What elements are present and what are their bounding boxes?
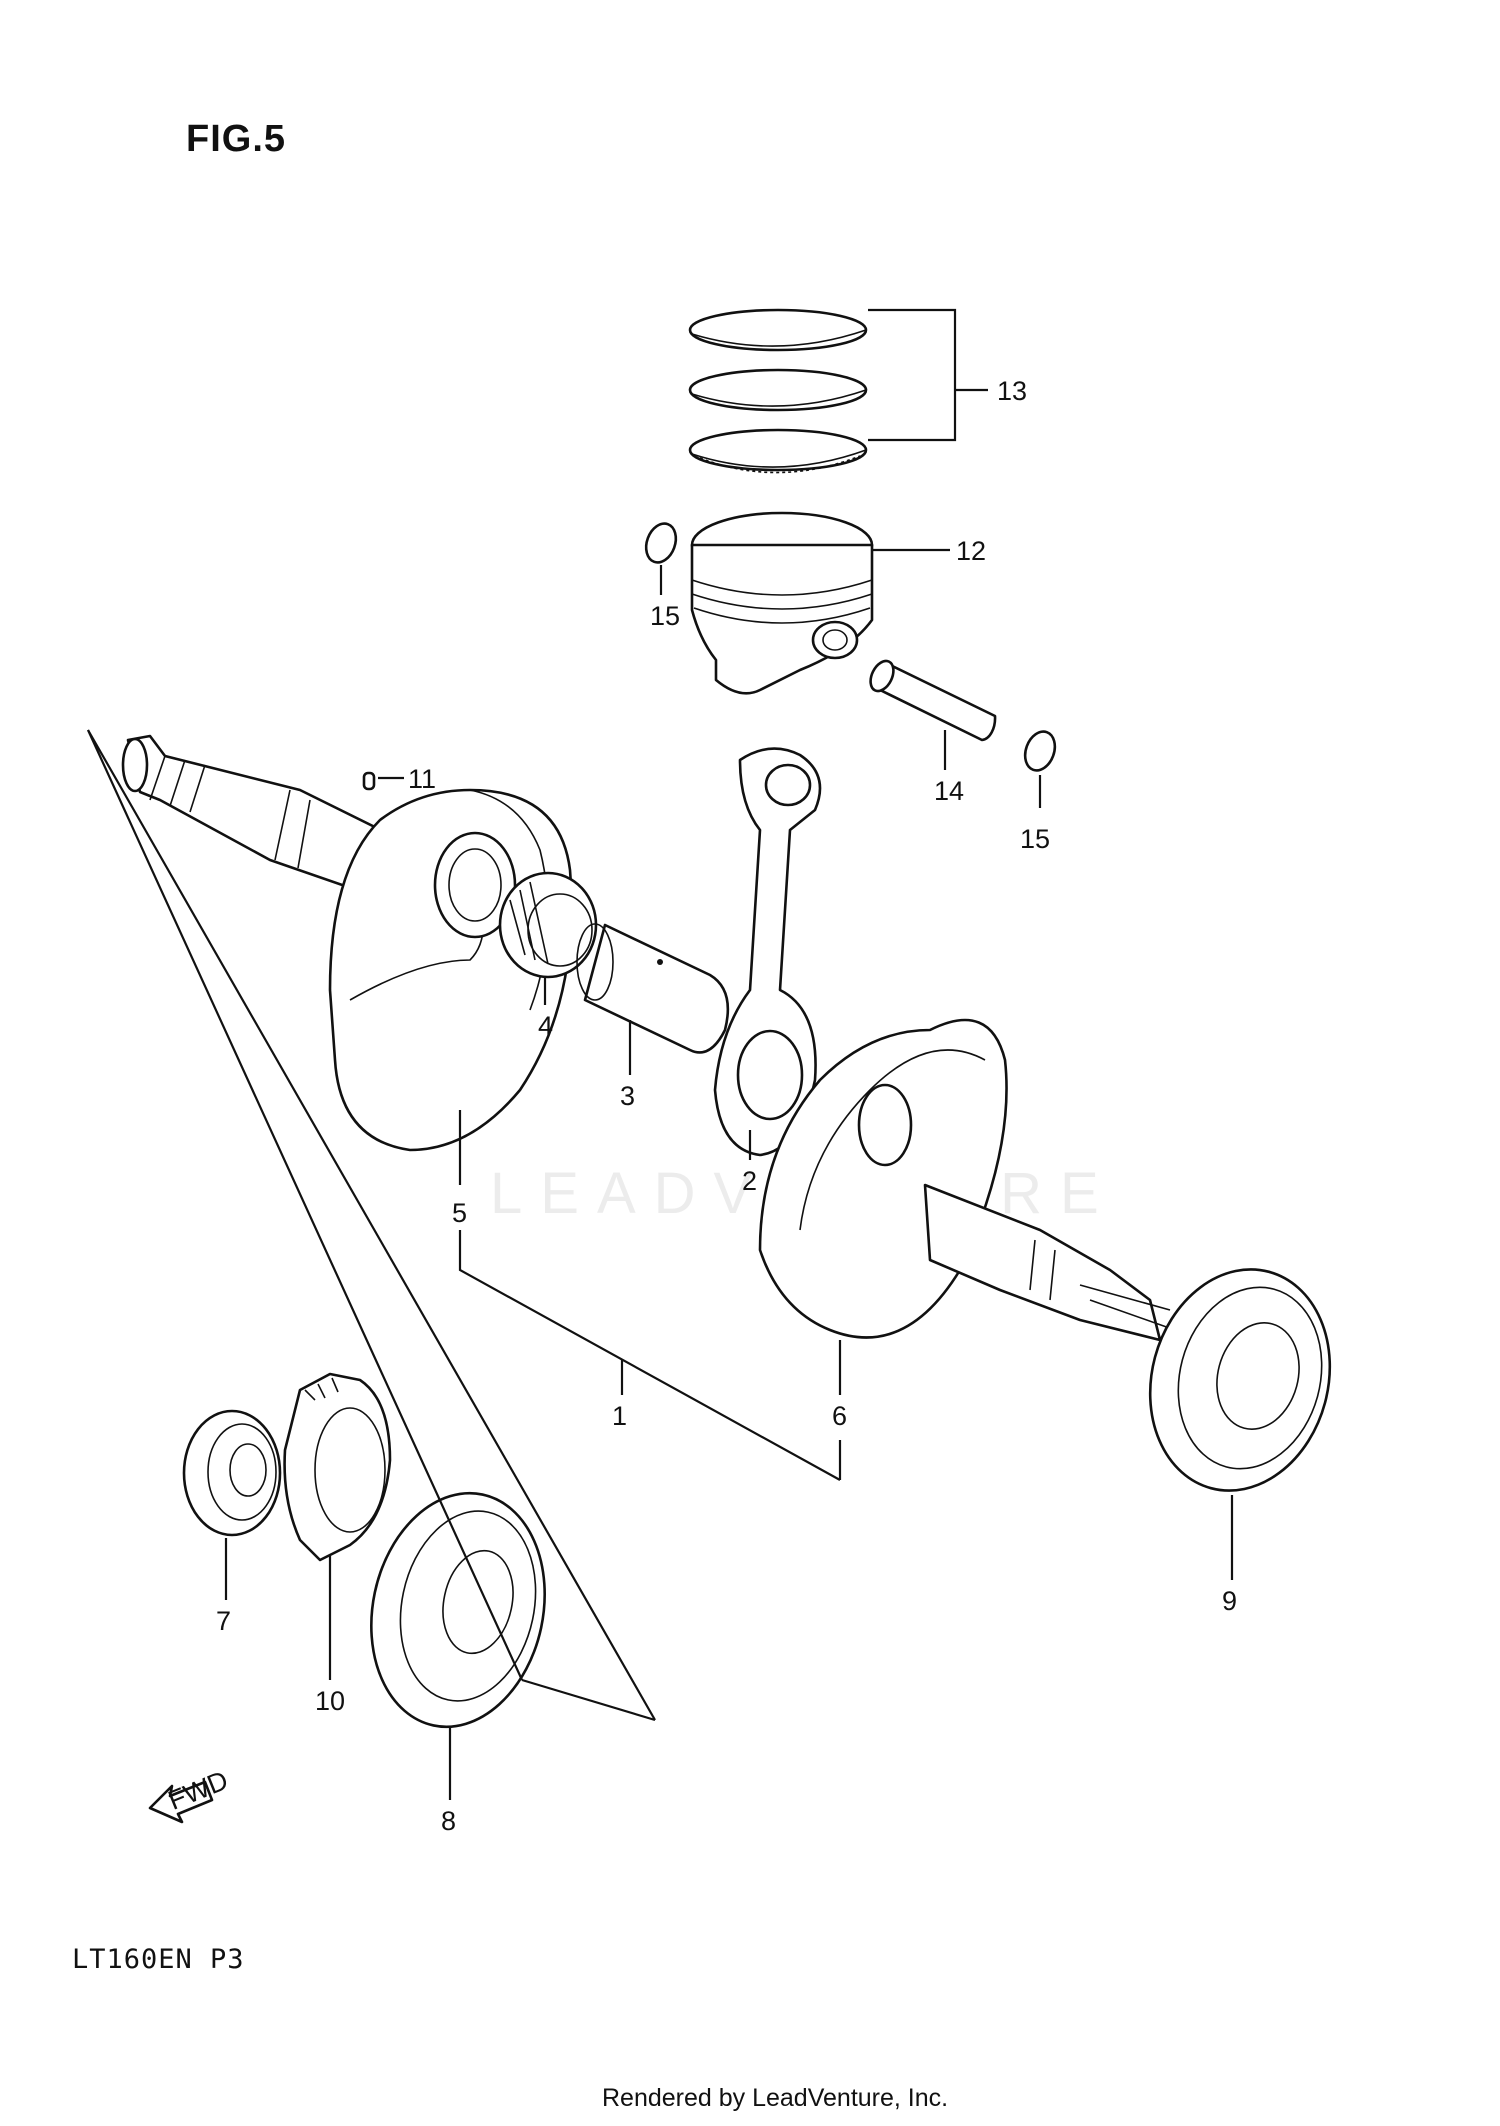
- crankshaft-right-half[interactable]: [758, 1018, 1176, 1342]
- render-credit: Rendered by LeadVenture, Inc.: [602, 2084, 949, 2112]
- callout-12: 12: [956, 536, 986, 566]
- callout-15b: 15: [1020, 824, 1050, 854]
- fwd-label: FWD: [164, 1765, 232, 1816]
- figure-title: FIG.5: [186, 118, 287, 160]
- piston-rings[interactable]: [688, 308, 868, 474]
- callout-13: 13: [997, 376, 1027, 406]
- circlip-left[interactable]: [641, 519, 681, 566]
- model-code: LT160EN P3: [72, 1944, 245, 1975]
- callout-4: 4: [538, 1011, 553, 1041]
- callout-11: 11: [408, 764, 436, 794]
- ball-bearing-left[interactable]: [350, 1477, 565, 1743]
- timing-gear[interactable]: [283, 1372, 392, 1562]
- callout-7: 7: [216, 1606, 231, 1636]
- callout-1: 1: [612, 1401, 627, 1431]
- callout-2: 2: [742, 1166, 757, 1196]
- callout-9: 9: [1222, 1586, 1237, 1616]
- ball-bearing-right[interactable]: [1126, 1249, 1354, 1511]
- ball-bearing-small[interactable]: [182, 1409, 282, 1537]
- callout-15a: 15: [650, 601, 680, 631]
- callout-6: 6: [832, 1401, 847, 1431]
- circlip-right[interactable]: [1020, 727, 1060, 774]
- callout-14: 14: [934, 776, 964, 806]
- needle-bearing[interactable]: [498, 871, 598, 979]
- forward-arrow-icon: FWD: [148, 1765, 232, 1824]
- callout-5: 5: [452, 1198, 467, 1228]
- piston-pin[interactable]: [866, 657, 997, 742]
- crank-pin[interactable]: [576, 923, 730, 1054]
- connecting-rod[interactable]: [713, 747, 822, 1157]
- crankshaft-left-half[interactable]: [121, 734, 573, 1152]
- woodruff-key[interactable]: [362, 771, 376, 791]
- callout-10: 10: [315, 1686, 345, 1716]
- callout-3: 3: [620, 1081, 635, 1111]
- piston[interactable]: [690, 511, 874, 695]
- callout-8: 8: [441, 1806, 456, 1836]
